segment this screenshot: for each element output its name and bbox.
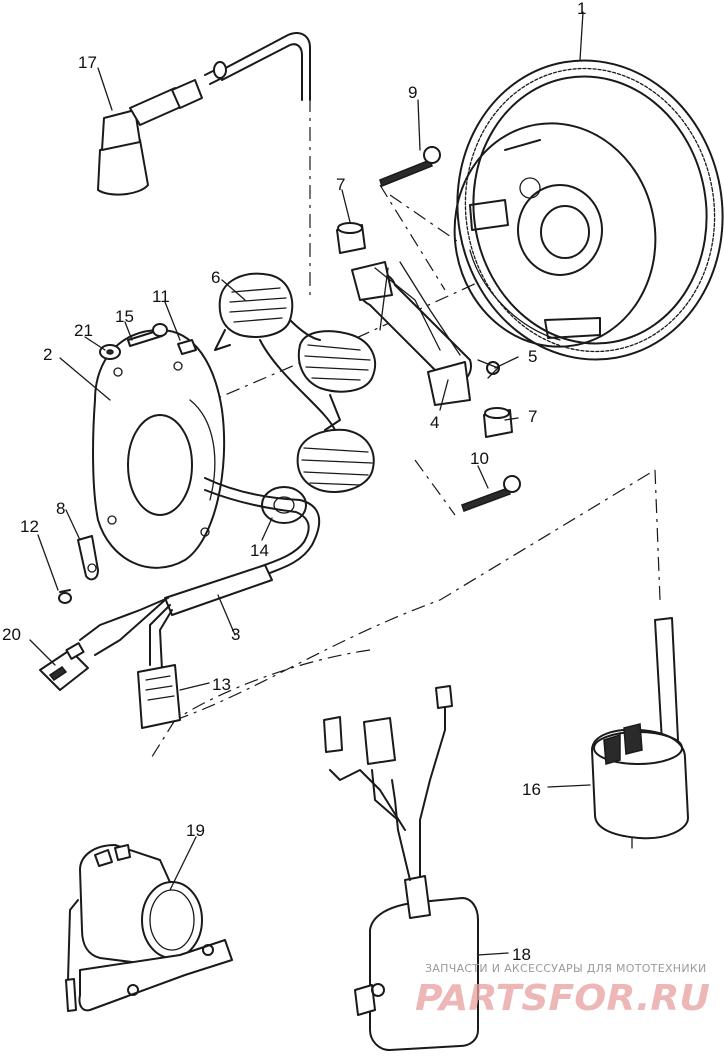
bracket-8 [77, 535, 99, 581]
callout-4: 4 [430, 413, 439, 432]
callout-7-top: 7 [336, 175, 345, 194]
callout-3: 3 [231, 625, 240, 644]
connector-13 [137, 664, 181, 729]
screw-9 [379, 146, 441, 187]
stator-assembly [214, 272, 377, 493]
callout-17: 17 [78, 53, 97, 72]
callout-1: 1 [577, 0, 586, 18]
stator-plate [92, 329, 226, 569]
callout-13: 13 [212, 675, 231, 694]
callout-20: 20 [2, 625, 21, 644]
leader-lines [29, 11, 591, 956]
callout-12: 12 [20, 517, 39, 536]
callout-5: 5 [528, 347, 537, 366]
spacer-7-top [336, 222, 366, 254]
spacer-7-bottom [483, 407, 513, 438]
screw-10 [461, 475, 521, 512]
bolt-15 [127, 323, 168, 347]
cdi-unit [323, 685, 479, 1051]
callout-2: 2 [43, 345, 52, 364]
callout-7-bottom: 7 [528, 407, 537, 426]
connector-20 [39, 642, 89, 691]
callout-21: 21 [74, 321, 93, 340]
spark-plug-cap [97, 32, 311, 196]
watermark: ЗАПЧАСТИ И АКСЕССУАРЫ ДЛЯ МОТОТЕХНИКИ PA… [415, 962, 710, 1019]
flywheel [453, 59, 724, 361]
callout-18: 18 [512, 945, 531, 964]
ignition-coil [591, 617, 689, 849]
nut-11 [177, 339, 197, 355]
callout-10: 10 [470, 449, 489, 468]
callout-9: 9 [408, 83, 417, 102]
callout-6: 6 [211, 268, 220, 287]
starter-solenoid [65, 844, 233, 1012]
callout-19: 19 [186, 821, 205, 840]
watermark-tagline: ЗАПЧАСТИ И АКСЕССУАРЫ ДЛЯ МОТОТЕХНИКИ [425, 962, 707, 975]
screw-12 [58, 589, 72, 604]
callout-15: 15 [115, 307, 134, 326]
callout-16: 16 [522, 780, 541, 799]
callout-labels: 1 2 3 4 5 6 7 7 8 9 10 11 12 13 14 15 16… [2, 0, 586, 964]
watermark-site: PARTSFOR.RU [415, 978, 710, 1019]
callout-11: 11 [152, 287, 170, 306]
pulser-coil [351, 261, 500, 406]
washer-21 [99, 344, 121, 360]
callout-8: 8 [56, 499, 65, 518]
callout-14: 14 [250, 541, 269, 560]
wire-harness [79, 477, 321, 671]
